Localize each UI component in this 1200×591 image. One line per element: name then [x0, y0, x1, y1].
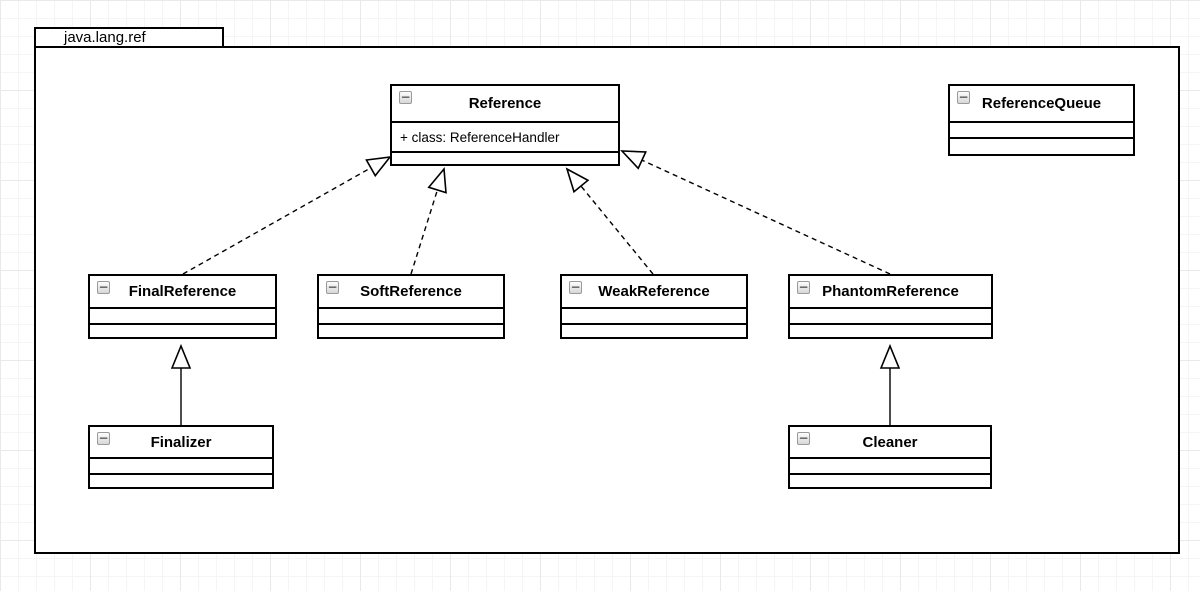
class-header: − Cleaner: [790, 427, 990, 457]
collapse-icon[interactable]: −: [569, 280, 582, 294]
class-header: − Finalizer: [90, 427, 272, 457]
class-box-phantomreference[interactable]: − PhantomReference: [788, 274, 993, 339]
class-box-referencequeue[interactable]: − ReferenceQueue: [948, 84, 1135, 156]
package-tab[interactable]: java.lang.ref: [34, 27, 224, 48]
operations-compartment: [950, 137, 1133, 154]
class-title: SoftReference: [360, 283, 462, 300]
operations-compartment: [392, 151, 618, 164]
class-box-weakreference[interactable]: − WeakReference: [560, 274, 748, 339]
operations-compartment: [90, 323, 275, 337]
class-header: − ReferenceQueue: [950, 86, 1133, 121]
class-attribute: + class: ReferenceHandler: [400, 129, 560, 145]
class-header: − PhantomReference: [790, 276, 991, 307]
operations-compartment: [790, 323, 991, 337]
package-name: java.lang.ref: [64, 29, 146, 46]
class-header: − SoftReference: [319, 276, 503, 307]
collapse-icon[interactable]: −: [797, 280, 810, 294]
class-box-reference[interactable]: − Reference + class: ReferenceHandler: [390, 84, 620, 166]
attributes-compartment: [950, 121, 1133, 137]
class-title: PhantomReference: [822, 283, 959, 300]
collapse-icon[interactable]: −: [957, 90, 970, 104]
operations-compartment: [319, 323, 503, 337]
class-box-finalizer[interactable]: − Finalizer: [88, 425, 274, 489]
class-header: − WeakReference: [562, 276, 746, 307]
class-header: − Reference: [392, 86, 618, 121]
operations-compartment: [562, 323, 746, 337]
attributes-compartment: [790, 457, 990, 473]
class-title: FinalReference: [128, 283, 237, 300]
attributes-compartment: [790, 307, 991, 323]
class-header: − FinalReference: [90, 276, 275, 307]
attributes-compartment: [319, 307, 503, 323]
class-box-softreference[interactable]: − SoftReference: [317, 274, 505, 339]
collapse-icon[interactable]: −: [399, 90, 412, 104]
class-title: Finalizer: [150, 433, 212, 451]
class-title: Cleaner: [862, 433, 918, 451]
attributes-compartment: [90, 307, 275, 323]
operations-compartment: [790, 473, 990, 487]
class-title: Reference: [468, 95, 542, 112]
attributes-compartment: + class: ReferenceHandler: [392, 121, 618, 151]
class-title: ReferenceQueue: [981, 95, 1102, 112]
collapse-icon[interactable]: −: [97, 431, 110, 445]
collapse-icon[interactable]: −: [797, 431, 810, 445]
class-title: WeakReference: [598, 283, 710, 300]
attributes-compartment: [90, 457, 272, 473]
class-box-cleaner[interactable]: − Cleaner: [788, 425, 992, 489]
attributes-compartment: [562, 307, 746, 323]
collapse-icon[interactable]: −: [97, 280, 110, 294]
class-box-finalreference[interactable]: − FinalReference: [88, 274, 277, 339]
operations-compartment: [90, 473, 272, 487]
collapse-icon[interactable]: −: [326, 280, 339, 294]
